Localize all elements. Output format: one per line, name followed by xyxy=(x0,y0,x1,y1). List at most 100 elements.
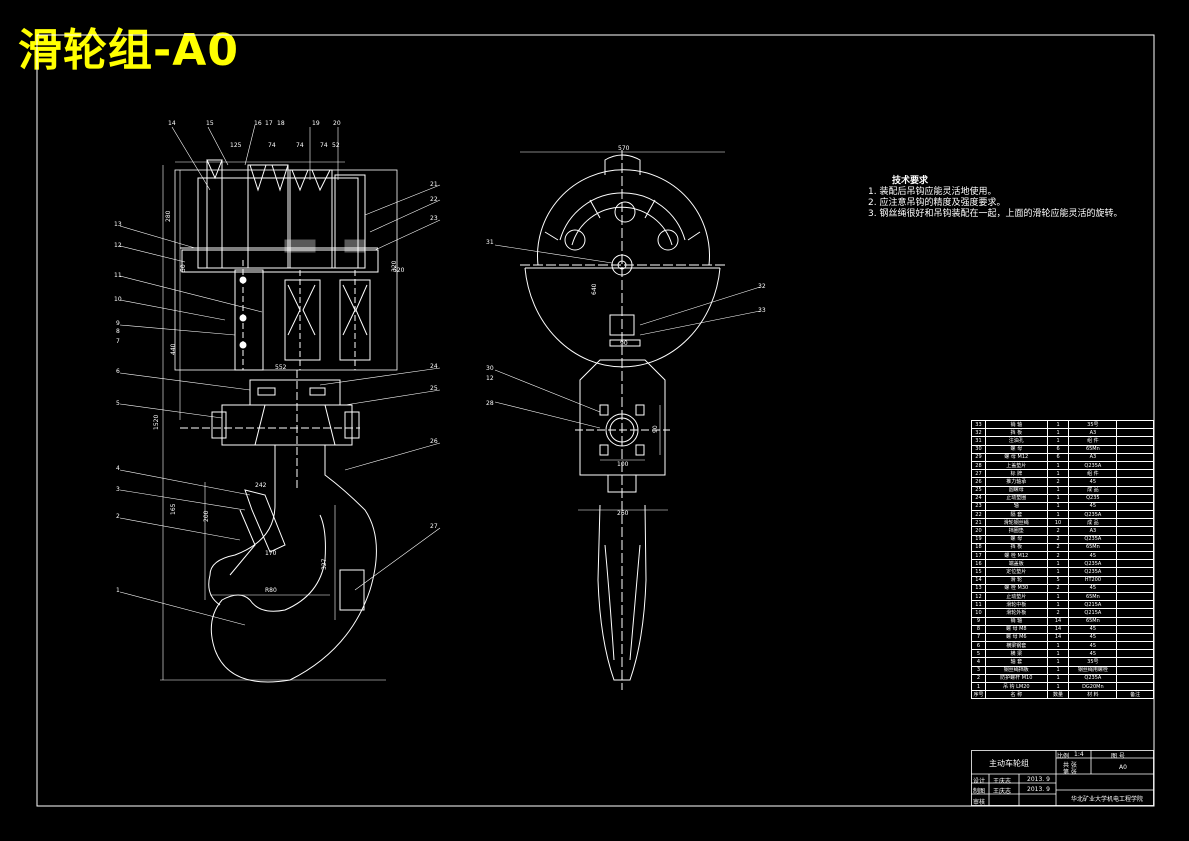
balloon-4: 4 xyxy=(116,465,120,472)
bom-cell-name: 端盖板 xyxy=(984,559,1048,569)
bom-cell-qty: 1 xyxy=(1046,501,1070,512)
bom-cell-material: 45 xyxy=(1068,477,1118,487)
bom-cell-note xyxy=(1116,649,1154,659)
bom-cell-qty: 1 xyxy=(1046,600,1070,610)
pulley-stack xyxy=(180,159,379,273)
bom-cell-name: 螺 母 xyxy=(984,534,1048,544)
bom-cell-name: 横梁钢套 xyxy=(984,641,1048,651)
dim-242: 242 xyxy=(255,482,267,489)
bom-cell-name: 滑 轮 xyxy=(984,575,1048,585)
bom-cell-qty: 10 xyxy=(1046,518,1070,528)
bom-cell-note xyxy=(1116,452,1154,462)
bom-cell-name: 防护螺杆 M10 xyxy=(984,673,1048,684)
dim-125: 125 xyxy=(230,142,242,149)
bom-cell-no: 12 xyxy=(971,591,986,602)
front-view-labels: 31 32 33 30 12 28 570 640 90 260 90 100 xyxy=(486,145,766,517)
dim-90: 90 xyxy=(620,340,628,347)
bom-cell-no: 15 xyxy=(971,567,986,577)
bom-cell-no: 4 xyxy=(971,657,986,667)
bom-cell-name: 挡圈垫 xyxy=(984,526,1048,536)
dim-R80: R80 xyxy=(265,587,277,594)
sheet-label: 图 号 xyxy=(1111,753,1125,760)
bom-cell-qty: 1 xyxy=(1046,460,1070,471)
bom-cell-qty: 2 xyxy=(1046,534,1070,544)
bom-header-qty: 数量 xyxy=(1046,690,1070,700)
bom-cell-note xyxy=(1116,641,1154,651)
bom-cell-no: 25 xyxy=(971,485,986,495)
bom-cell-material: 35号 xyxy=(1068,657,1118,667)
dim-440: 440 xyxy=(170,343,177,355)
bom-cell-name: 注油孔 xyxy=(984,436,1048,446)
bom-cell-no: 6 xyxy=(971,641,986,651)
bom-cell-qty: 14 xyxy=(1046,616,1070,626)
bom-cell-note xyxy=(1116,485,1154,495)
bom-cell-no: 2 xyxy=(971,673,986,684)
bom-cell-no: 20 xyxy=(971,526,986,536)
bom-cell-material: DG20Mn xyxy=(1068,681,1118,692)
review-label: 审核 xyxy=(973,799,986,806)
bom-cell-name: 推力轴承 xyxy=(984,477,1048,487)
bom-cell-material: A3 xyxy=(1068,526,1118,536)
bom-cell-note xyxy=(1116,665,1154,675)
bom-cell-material: 65Mn xyxy=(1068,444,1118,454)
bom-cell-note xyxy=(1116,624,1154,634)
balloon-17: 17 xyxy=(265,120,273,127)
bom-cell-name: 螺 母 xyxy=(984,444,1048,454)
bom-cell-no: 19 xyxy=(971,534,986,544)
bom-header-name: 名 称 xyxy=(984,690,1048,700)
bom-cell-note xyxy=(1116,542,1154,553)
balloon-3: 3 xyxy=(116,486,120,493)
balloon-33: 33 xyxy=(758,307,766,314)
bom-cell-no: 30 xyxy=(971,444,986,454)
bom-header-note: 备注 xyxy=(1116,690,1154,700)
bom-cell-no: 27 xyxy=(971,469,986,479)
balloon-20: 20 xyxy=(333,120,341,127)
bom-cell-material: 45 xyxy=(1068,501,1118,512)
balloon-23: 23 xyxy=(430,215,438,222)
bom-cell-material: Q235A xyxy=(1068,460,1118,471)
balloon-30: 30 xyxy=(486,365,494,372)
scale-label: 比例 xyxy=(1057,753,1070,760)
bom-cell-no: 24 xyxy=(971,493,986,503)
tech-item-1: 1. 装配后吊钩应能灵活地使用。 xyxy=(868,187,997,197)
bom-cell-no: 5 xyxy=(971,649,986,659)
bom-cell-no: 1 xyxy=(971,681,986,692)
drawing-name: 主动车轮组 xyxy=(989,759,1029,768)
balloon-5: 5 xyxy=(116,400,120,407)
bom-cell-qty: 1 xyxy=(1046,436,1070,446)
balloon-13: 13 xyxy=(114,221,122,228)
bom-cell-qty: 2 xyxy=(1046,477,1070,487)
bom-cell-qty: 2 xyxy=(1046,608,1070,618)
bom-cell-no: 9 xyxy=(971,616,986,626)
bom-cell-name: 定位垫片 xyxy=(984,567,1048,577)
bom-cell-qty: 1 xyxy=(1046,673,1070,684)
dim-74c: 74 xyxy=(320,142,328,149)
drafter-date: 2013. 9 xyxy=(1027,786,1050,793)
bom-cell-material: 45 xyxy=(1068,649,1118,659)
dim-52: 52 xyxy=(332,142,340,149)
bom-cell-name: 螺 母 M12 xyxy=(984,452,1048,462)
balloon-25: 25 xyxy=(430,385,438,392)
bom-header-no: 序号 xyxy=(971,690,986,700)
bom-cell-qty: 6 xyxy=(1046,452,1070,462)
bom-cell-name: 轴 xyxy=(984,501,1048,512)
dim-74a: 74 xyxy=(268,142,276,149)
balloon-11: 11 xyxy=(114,272,122,279)
bom-cell-material: Q235A xyxy=(1068,567,1118,577)
bom-cell-name: 隔 套 xyxy=(984,510,1048,520)
bom-cell-qty: 1 xyxy=(1046,510,1070,520)
bom-cell-material: 成 品 xyxy=(1068,485,1118,495)
bom-cell-note xyxy=(1116,600,1154,610)
bom-cell-note xyxy=(1116,419,1154,430)
bom-cell-no: 32 xyxy=(971,428,986,438)
